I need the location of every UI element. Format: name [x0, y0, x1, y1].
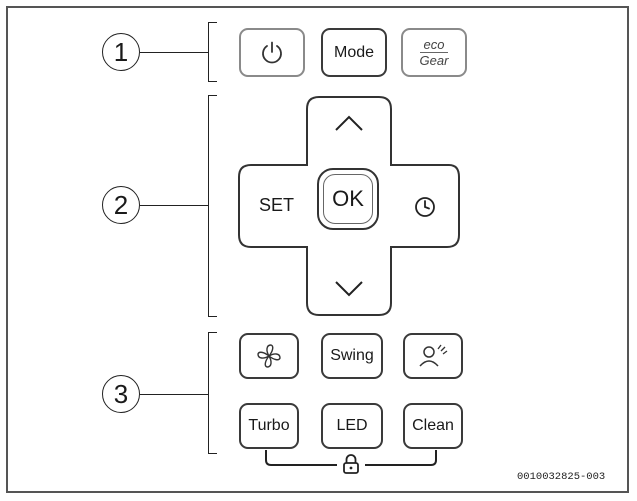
eco-gear-button[interactable]: eco Gear	[401, 28, 467, 77]
eco-gear-label-top: eco	[423, 37, 445, 52]
callout-3-number: 3	[113, 378, 129, 409]
chevron-up-icon[interactable]	[333, 113, 365, 133]
ok-button-label: OK	[332, 186, 364, 211]
lock-combination	[263, 448, 439, 478]
dpad-outline	[238, 96, 460, 316]
ok-button[interactable]: OK	[317, 168, 379, 230]
callout-2: 2	[102, 186, 140, 224]
clock-icon[interactable]	[413, 195, 437, 219]
lock-icon	[343, 454, 359, 474]
person-signal-icon	[419, 344, 448, 367]
callout-1-number: 1	[113, 36, 129, 67]
clean-button[interactable]: Clean	[403, 403, 463, 449]
power-icon	[262, 41, 282, 63]
diagram-frame	[6, 6, 629, 493]
callout-3-leader	[140, 394, 208, 395]
fan-icon	[257, 344, 281, 368]
eco-gear-label-bottom: Gear	[419, 53, 449, 68]
clean-button-label: Clean	[412, 417, 454, 434]
mode-button-label: Mode	[333, 43, 375, 61]
led-button-label: LED	[336, 417, 368, 434]
turbo-button[interactable]: Turbo	[239, 403, 299, 449]
ok-button-inner: OK	[323, 174, 373, 224]
follow-me-button[interactable]	[403, 333, 463, 379]
callout-3: 3	[102, 375, 140, 413]
led-button[interactable]: LED	[321, 403, 383, 449]
eco-gear-label: eco Gear	[420, 38, 449, 67]
callout-1: 1	[102, 33, 140, 71]
group-2-bracket	[208, 95, 217, 317]
fan-button[interactable]	[239, 333, 299, 379]
mode-button[interactable]: Mode	[321, 28, 387, 77]
callout-2-number: 2	[113, 189, 129, 220]
callout-2-leader	[140, 205, 208, 206]
chevron-down-icon[interactable]	[333, 279, 365, 299]
set-button[interactable]: SET	[259, 195, 295, 215]
reference-code: 0010032825-003	[517, 471, 606, 483]
dpad: SET OK	[237, 95, 461, 317]
swing-button[interactable]: Swing	[321, 333, 383, 379]
power-button[interactable]	[239, 28, 305, 77]
turbo-button-label: Turbo	[248, 417, 290, 434]
group-1-bracket	[208, 22, 217, 82]
eco-gear-divider	[420, 52, 448, 53]
swing-button-label: Swing	[330, 347, 374, 364]
group-3-bracket	[208, 332, 217, 454]
callout-1-leader	[140, 52, 208, 53]
